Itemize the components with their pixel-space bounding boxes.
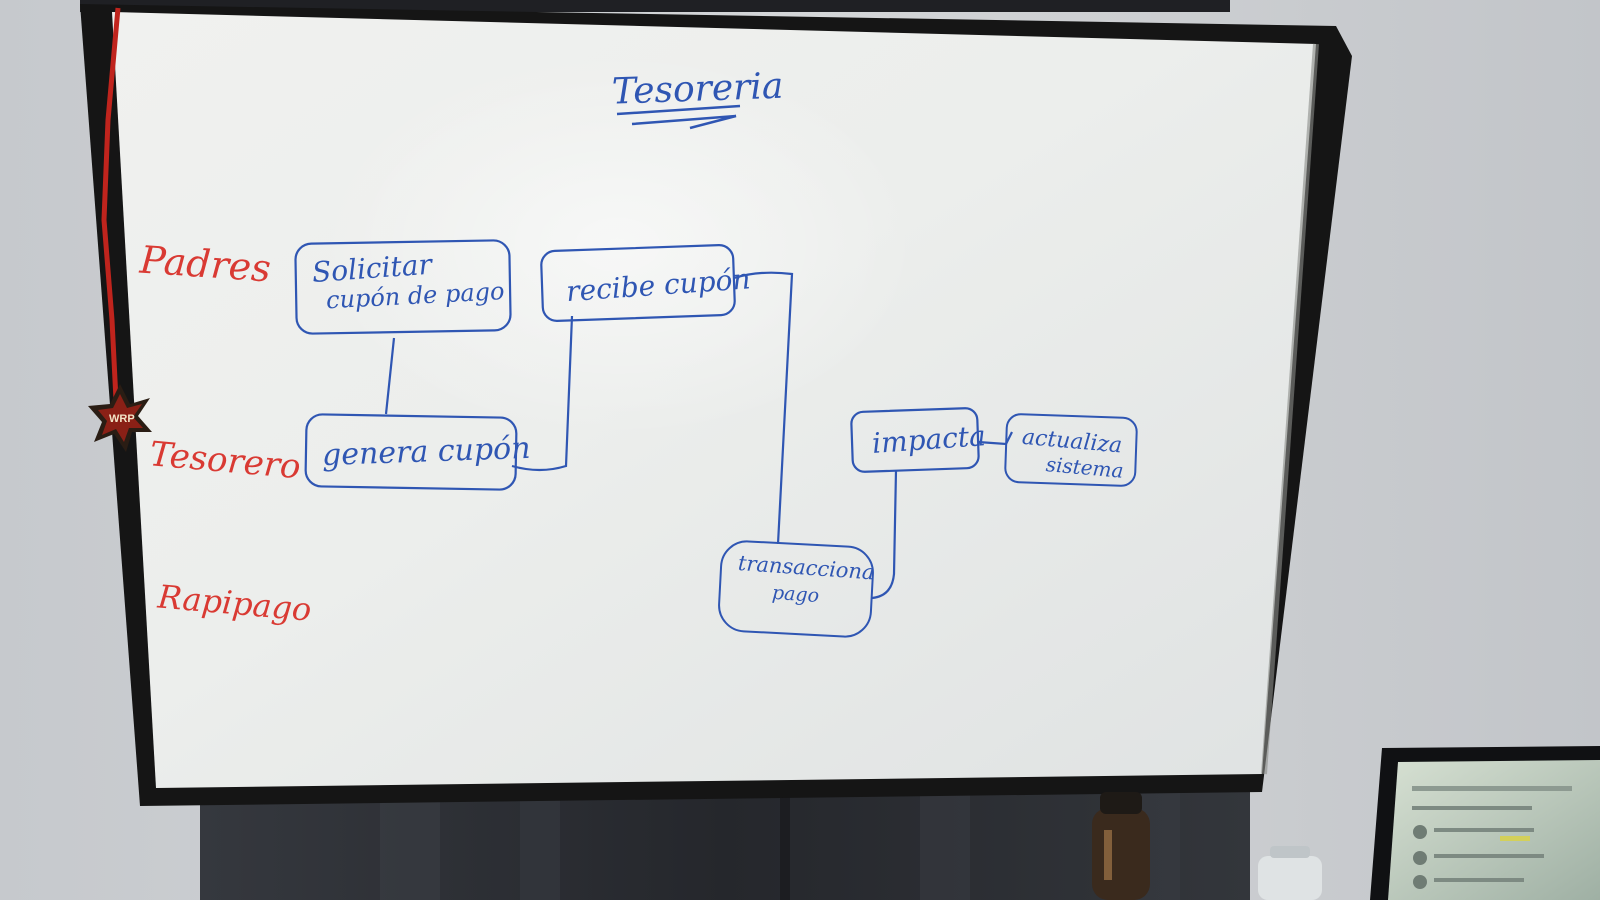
- box-impacta-line-1: impacta: [871, 419, 987, 460]
- jar: [1258, 846, 1322, 900]
- title-underline: [616, 104, 741, 130]
- connector-genera-recibe: [511, 315, 574, 472]
- wrp-badge: WRP: [88, 384, 152, 452]
- connector-recibe-transacciona: [733, 271, 794, 545]
- wrp-badge-text: WRP: [109, 413, 135, 425]
- box-genera-line-1: genera cupón: [321, 431, 531, 473]
- box-impacta: impacta: [850, 407, 987, 473]
- box-solicitar-cupon: Solicitar cupón de pago: [294, 239, 512, 335]
- monitor: [1370, 746, 1600, 900]
- box-transacciona-line-2: pago: [771, 582, 820, 607]
- connector-transacciona-impacta: [871, 469, 898, 600]
- board-title: Tesoreria: [611, 66, 784, 113]
- bottle: [1092, 792, 1150, 900]
- box-genera-cupon: genera cupón: [304, 413, 531, 491]
- whiteboard-glare: [112, 12, 1316, 788]
- lane-label-padres: Padres: [138, 237, 273, 290]
- lanyard-string: [101, 7, 121, 401]
- top-shadow: [80, 0, 1230, 12]
- connector-solicitar-genera: [384, 337, 396, 415]
